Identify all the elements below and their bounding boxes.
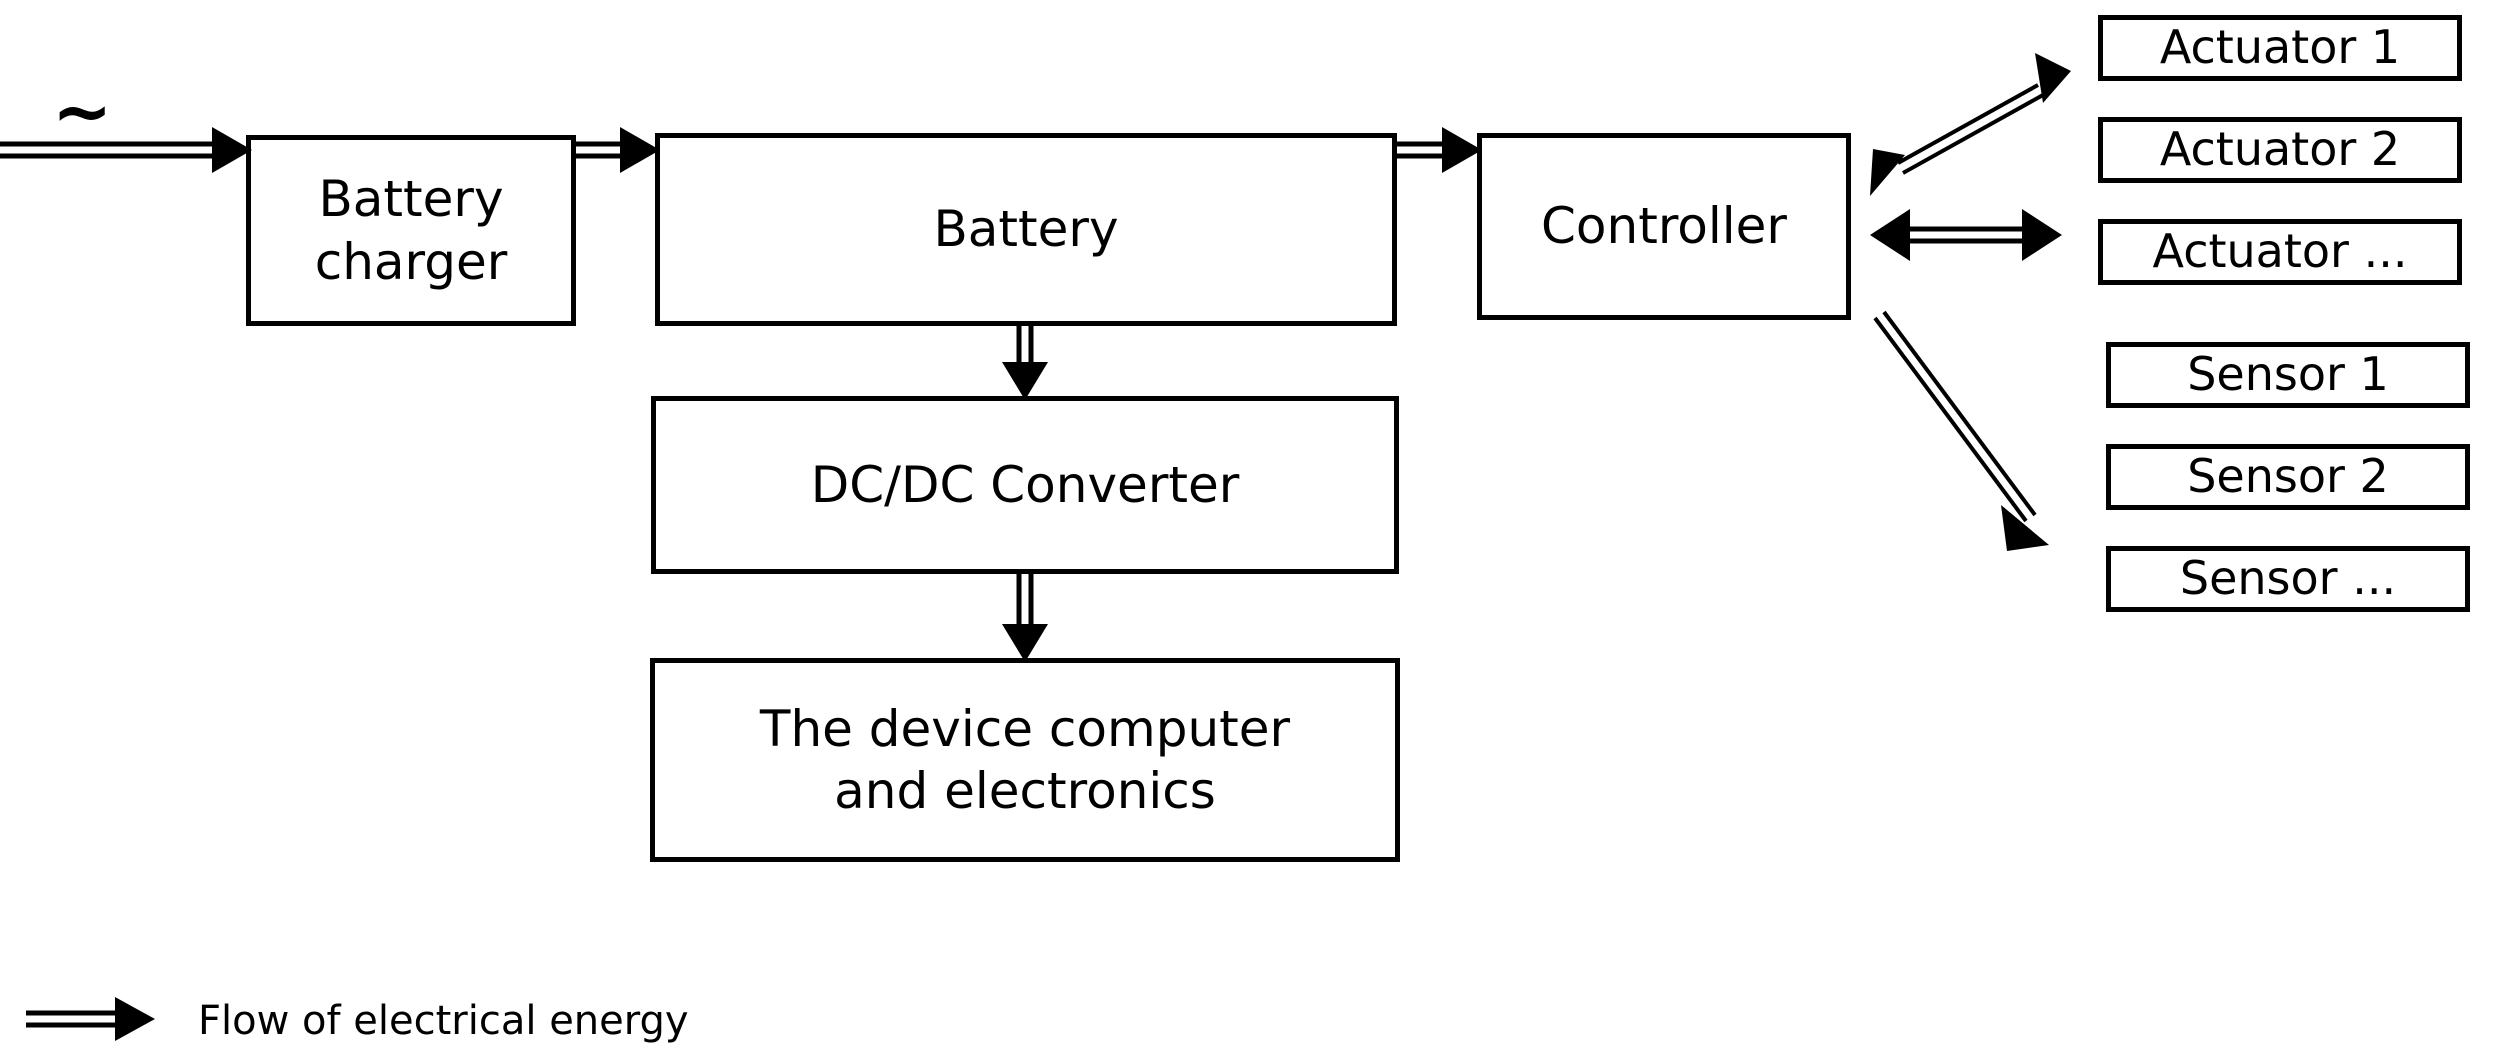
arrow-battery-to-dcdc: [1002, 326, 1048, 400]
block-battery[interactable]: Battery: [655, 133, 1397, 326]
arrow-controller-to-actuator-1: [1870, 53, 2071, 196]
block-sensor-n[interactable]: Sensor ...: [2106, 546, 2470, 612]
arrow-ac-to-battery-charger: [0, 127, 252, 173]
block-controller[interactable]: Controller: [1477, 133, 1851, 320]
arrow-controller-to-actuator-2: [1870, 209, 2062, 261]
arrow-battery-charger-to-battery: [576, 127, 660, 173]
arrow-dcdc-to-device-computer: [1002, 574, 1048, 662]
block-dcdc-converter[interactable]: DC/DC Converter: [651, 396, 1399, 574]
block-actuator-n[interactable]: Actuator ...: [2098, 219, 2462, 285]
arrow-controller-to-sensors: [1873, 310, 2049, 551]
block-sensor-2[interactable]: Sensor 2: [2106, 444, 2470, 510]
legend-label: Flow of electrical energy: [198, 998, 689, 1044]
block-actuator-2[interactable]: Actuator 2: [2098, 117, 2462, 183]
block-device-computer[interactable]: The device computer and electronics: [650, 658, 1400, 862]
block-actuator-1[interactable]: Actuator 1: [2098, 15, 2462, 81]
block-battery-charger[interactable]: Battery charger: [246, 135, 576, 326]
legend-arrow-icon: [26, 997, 155, 1041]
arrow-battery-to-controller: [1397, 127, 1482, 173]
ac-power-source-symbol: ~: [52, 69, 113, 153]
block-sensor-1[interactable]: Sensor 1: [2106, 342, 2470, 408]
